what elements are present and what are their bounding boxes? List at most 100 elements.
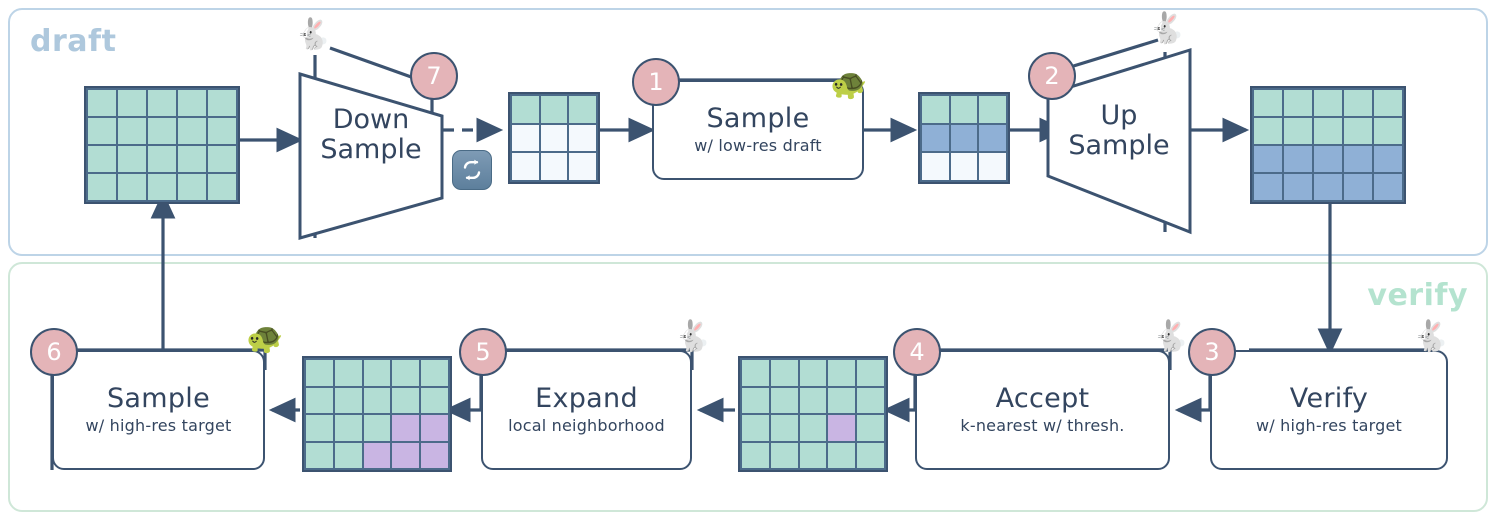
- step-badge-1[interactable]: 1: [632, 58, 680, 106]
- accept-title: Accept: [995, 382, 1090, 414]
- grid-cell: [148, 90, 176, 116]
- grid-cell: [828, 387, 856, 413]
- grid-cell: [922, 124, 949, 152]
- grid-cell: [1284, 118, 1312, 144]
- grid-cell: [334, 415, 362, 441]
- accept-subtitle: k-nearest w/ thresh.: [960, 416, 1125, 436]
- grid-cell: [208, 118, 236, 144]
- grid-cell: [512, 153, 539, 180]
- grid-cell: [306, 387, 333, 413]
- grid-cell: [742, 415, 769, 441]
- grid-cell: [88, 174, 116, 200]
- grid-cell: [770, 360, 798, 386]
- grid-cell: [979, 153, 1006, 180]
- grid-cell: [421, 360, 448, 386]
- sample-high-res-box[interactable]: Sample w/ high-res target: [52, 350, 265, 470]
- repeat-arrows-glyph: [463, 159, 481, 181]
- verify-panel: [8, 262, 1488, 512]
- accepted-tokens-grid: [738, 356, 888, 472]
- grid-cell: [770, 387, 798, 413]
- grid-cell: [742, 360, 769, 386]
- step-badge-3[interactable]: 3: [1188, 328, 1236, 376]
- rabbit-icon: 🐇: [674, 319, 712, 354]
- accept-box[interactable]: Accept k-nearest w/ thresh.: [915, 350, 1170, 470]
- grid-cell: [1374, 146, 1402, 172]
- grid-cell: [770, 415, 798, 441]
- grid-cell: [306, 360, 333, 386]
- grid-cell: [828, 415, 856, 441]
- grid-cell: [1254, 118, 1282, 144]
- grid-cell: [1314, 174, 1342, 200]
- grid-cell: [178, 146, 206, 172]
- grid-cell: [421, 387, 448, 413]
- sample-low-res-title: Sample: [706, 102, 810, 134]
- grid-cell: [799, 415, 827, 441]
- step-badge-5[interactable]: 5: [459, 328, 507, 376]
- expand-box[interactable]: Expand local neighborhood: [481, 350, 692, 470]
- repeat-loop-icon[interactable]: [452, 150, 492, 190]
- rabbit-icon: 🐇: [1412, 319, 1450, 354]
- grid-cell: [770, 442, 798, 468]
- grid-cell: [118, 146, 146, 172]
- turtle-icon: 🐢: [830, 67, 868, 102]
- low-res-draft-grid: [508, 92, 600, 184]
- grid-cell: [799, 360, 827, 386]
- step-badge-7[interactable]: 7: [410, 52, 458, 100]
- grid-cell: [799, 442, 827, 468]
- sample-low-res-box[interactable]: Sample w/ low-res draft: [652, 80, 864, 180]
- rabbit-icon: 🐇: [294, 17, 332, 52]
- grid-cell: [1344, 90, 1372, 116]
- grid-cell: [1314, 118, 1342, 144]
- rabbit-icon: 🐇: [1152, 319, 1190, 354]
- grid-cell: [857, 442, 884, 468]
- grid-cell: [1344, 146, 1372, 172]
- up-sample-label: Up Sample: [1056, 88, 1182, 174]
- grid-cell: [421, 415, 448, 441]
- grid-cell: [828, 360, 856, 386]
- grid-cell: [1374, 90, 1402, 116]
- expand-subtitle: local neighborhood: [508, 416, 665, 436]
- verify-high-res-subtitle: w/ high-res target: [1256, 416, 1402, 436]
- grid-cell: [540, 124, 568, 152]
- draft-panel-label: draft: [30, 24, 117, 59]
- up-sample-line2: Sample: [1068, 130, 1170, 161]
- grid-cell: [392, 387, 420, 413]
- step-badge-6[interactable]: 6: [30, 328, 78, 376]
- grid-cell: [363, 387, 391, 413]
- draft-panel: [8, 8, 1488, 256]
- verify-high-res-title: Verify: [1289, 382, 1369, 414]
- step-badge-2[interactable]: 2: [1028, 52, 1076, 100]
- grid-cell: [208, 90, 236, 116]
- expand-title: Expand: [535, 382, 638, 414]
- grid-cell: [857, 387, 884, 413]
- grid-cell: [334, 442, 362, 468]
- grid-cell: [950, 124, 978, 152]
- verify-high-res-box[interactable]: Verify w/ high-res target: [1210, 350, 1448, 470]
- grid-cell: [1284, 90, 1312, 116]
- grid-cell: [1344, 174, 1372, 200]
- grid-cell: [799, 387, 827, 413]
- grid-cell: [540, 96, 568, 123]
- rabbit-icon: 🐇: [1148, 11, 1186, 46]
- down-sample-label: Down Sample: [305, 92, 437, 178]
- down-sample-trapezoid: [298, 71, 444, 240]
- sample-high-res-subtitle: w/ high-res target: [85, 416, 232, 436]
- step-badge-4[interactable]: 4: [893, 328, 941, 376]
- verify-panel-label: verify: [1367, 278, 1468, 313]
- grid-cell: [950, 96, 978, 123]
- grid-cell: [148, 174, 176, 200]
- grid-cell: [392, 360, 420, 386]
- grid-cell: [922, 153, 949, 180]
- grid-cell: [569, 124, 596, 152]
- grid-cell: [1284, 174, 1312, 200]
- grid-cell: [1254, 174, 1282, 200]
- grid-cell: [208, 174, 236, 200]
- grid-cell: [118, 174, 146, 200]
- grid-cell: [178, 174, 206, 200]
- grid-cell: [363, 442, 391, 468]
- grid-cell: [512, 96, 539, 123]
- down-sample-line1: Down: [332, 104, 410, 136]
- grid-cell: [363, 360, 391, 386]
- grid-cell: [1314, 90, 1342, 116]
- low-res-sampled-grid: [918, 92, 1010, 184]
